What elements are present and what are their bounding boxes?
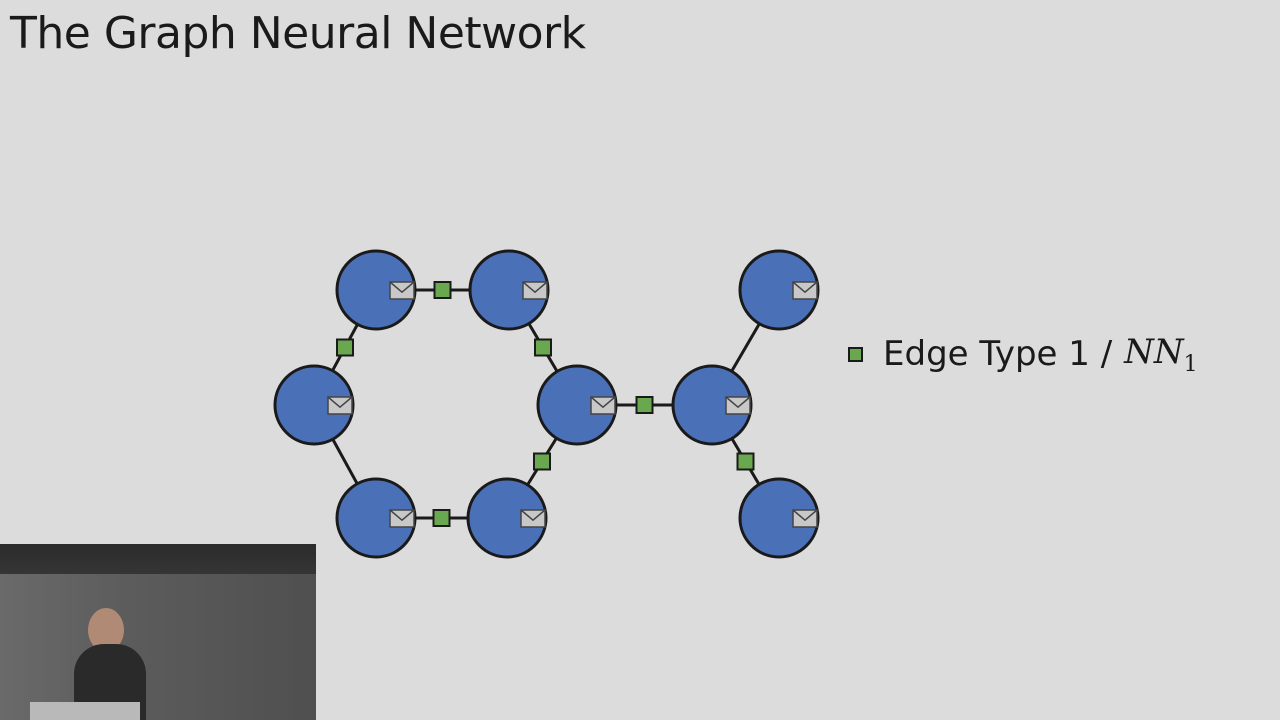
envelope-icon [725,396,751,415]
graph-node [273,364,355,446]
legend-swatch [848,346,863,362]
node-circle [671,364,753,446]
edge-type1-marker [432,509,451,527]
envelope-icon [522,281,548,300]
graph-node [466,477,548,559]
node-circle [738,477,820,559]
envelope-icon [792,281,818,300]
graph-node [738,477,820,559]
edge-type1-marker [336,338,354,357]
node-circle [468,249,550,331]
edge-type1-marker [433,281,452,299]
edge-type1-marker [533,452,551,471]
envelope-icon [389,509,415,528]
legend-label: Edge Type 1 / [883,334,1113,375]
slide-title: The Graph Neural Network [10,8,586,59]
lectern [30,702,140,720]
video-background [0,574,316,720]
node-circle [273,364,355,446]
envelope-icon [327,396,353,415]
graph-node [738,249,820,331]
graph-nodes [273,249,820,559]
legend-math-subscript: 1 [1183,351,1198,377]
edge-type1-marker [635,396,654,414]
legend-math-symbol: NN [1124,332,1184,372]
legend: Edge Type 1 / NN1 [848,332,1198,377]
edge-markers [336,281,755,527]
node-circle [466,477,548,559]
edge-type1-marker [736,452,755,471]
node-circle [335,477,417,559]
envelope-icon [590,396,616,415]
graph-node [468,249,550,331]
edge-type1-marker [534,338,552,357]
graph-node [335,249,417,331]
envelope-icon [520,509,546,528]
graph-node [335,477,417,559]
graph-node [536,364,618,446]
envelope-icon [389,281,415,300]
legend-math: NN1 [1124,332,1198,377]
envelope-icon [792,509,818,528]
node-circle [738,249,820,331]
speaker-video [0,544,316,720]
node-circle [335,249,417,331]
graph-node [671,364,753,446]
node-circle [536,364,618,446]
